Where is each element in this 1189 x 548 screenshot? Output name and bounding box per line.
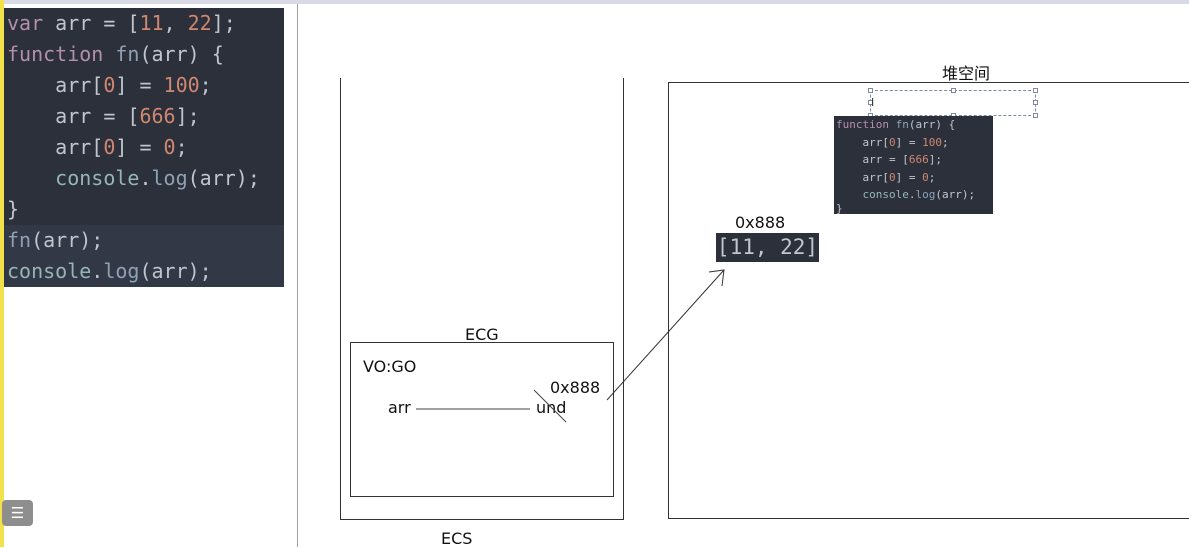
mini-code-line-2: arr[0] = 100;	[836, 135, 949, 149]
selection-handle-tc[interactable]	[951, 88, 956, 93]
ecg-address-label: 0x888	[550, 378, 601, 397]
heap-box	[668, 82, 1189, 519]
selection-handle-br[interactable]	[1033, 113, 1038, 118]
code-line-6: console.log(arr);	[55, 166, 260, 190]
code-line-9: console.log(arr);	[4, 256, 284, 287]
heap-array-text: [11, 22]	[716, 235, 819, 259]
ecs-stack-box	[340, 78, 624, 520]
vo-go-label: VO:GO	[363, 357, 417, 376]
pointer-arrow-head	[708, 269, 725, 287]
list-menu-button[interactable]: ☰	[2, 500, 33, 526]
code-line-2: function fn(arr) {	[7, 42, 224, 66]
heap-address-label: 0x888	[735, 213, 786, 232]
var-arr-label: arr	[388, 398, 411, 417]
selection-handle-mr[interactable]	[1033, 100, 1038, 105]
mini-code-line-5: console.log(arr);	[862, 188, 976, 201]
code-line-3: arr[0] = 100;	[7, 73, 212, 97]
code-line-5: arr[0] = 0;	[7, 135, 188, 159]
ecs-label: ECS	[441, 529, 473, 548]
heap-title: 堆空间	[942, 64, 991, 83]
mini-code-line-6: }	[836, 203, 843, 214]
ecg-label: ECG	[465, 325, 499, 344]
pointer-arrow-line	[606, 269, 725, 401]
selection-handle-ml[interactable]	[868, 100, 873, 105]
heap-array-value: [11, 22]	[716, 233, 819, 262]
code-line-1: var arr = [11, 22];	[7, 11, 236, 35]
top-border	[0, 0, 1189, 4]
selection-handle-tl[interactable]	[868, 88, 873, 93]
ecg-box	[350, 342, 614, 497]
function-code-snippet: function fn(arr) { arr[0] = 100; arr = […	[834, 116, 993, 214]
mini-code-line-1: function fn(arr) {	[836, 118, 956, 131]
selection-handle-tr[interactable]	[1033, 88, 1038, 93]
mini-code-line-3: arr = [666];	[836, 153, 942, 166]
code-line-4: arr = [666];	[7, 104, 200, 128]
left-accent-bar	[0, 0, 4, 547]
code-line-8: fn(arr);	[4, 225, 284, 256]
panel-divider	[297, 4, 298, 547]
und-strikethrough-line	[533, 389, 567, 423]
text-cursor: I	[871, 96, 875, 109]
list-icon: ☰	[10, 504, 25, 522]
code-editor: var arr = [11, 22]; function fn(arr) { a…	[4, 8, 284, 287]
mini-code-line-4: arr[0] = 0;	[836, 170, 936, 184]
code-line-7: }	[7, 197, 20, 221]
